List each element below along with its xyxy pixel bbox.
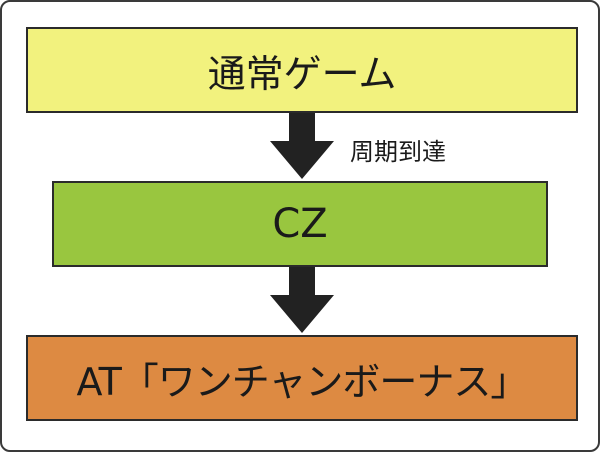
edge-label-cycle-reached: 周期到達 — [350, 138, 446, 166]
node-at: AT「ワンチャンボーナス」 — [26, 335, 578, 421]
arrow-down-icon — [270, 113, 334, 179]
node-at-label: AT「ワンチャンボーナス」 — [76, 359, 529, 404]
node-normal-game-label: 通常ゲーム — [207, 51, 397, 96]
node-cz-label: CZ — [272, 201, 328, 247]
node-normal-game: 通常ゲーム — [26, 27, 578, 113]
node-cz: CZ — [52, 181, 548, 267]
arrow-down-icon — [270, 267, 334, 333]
